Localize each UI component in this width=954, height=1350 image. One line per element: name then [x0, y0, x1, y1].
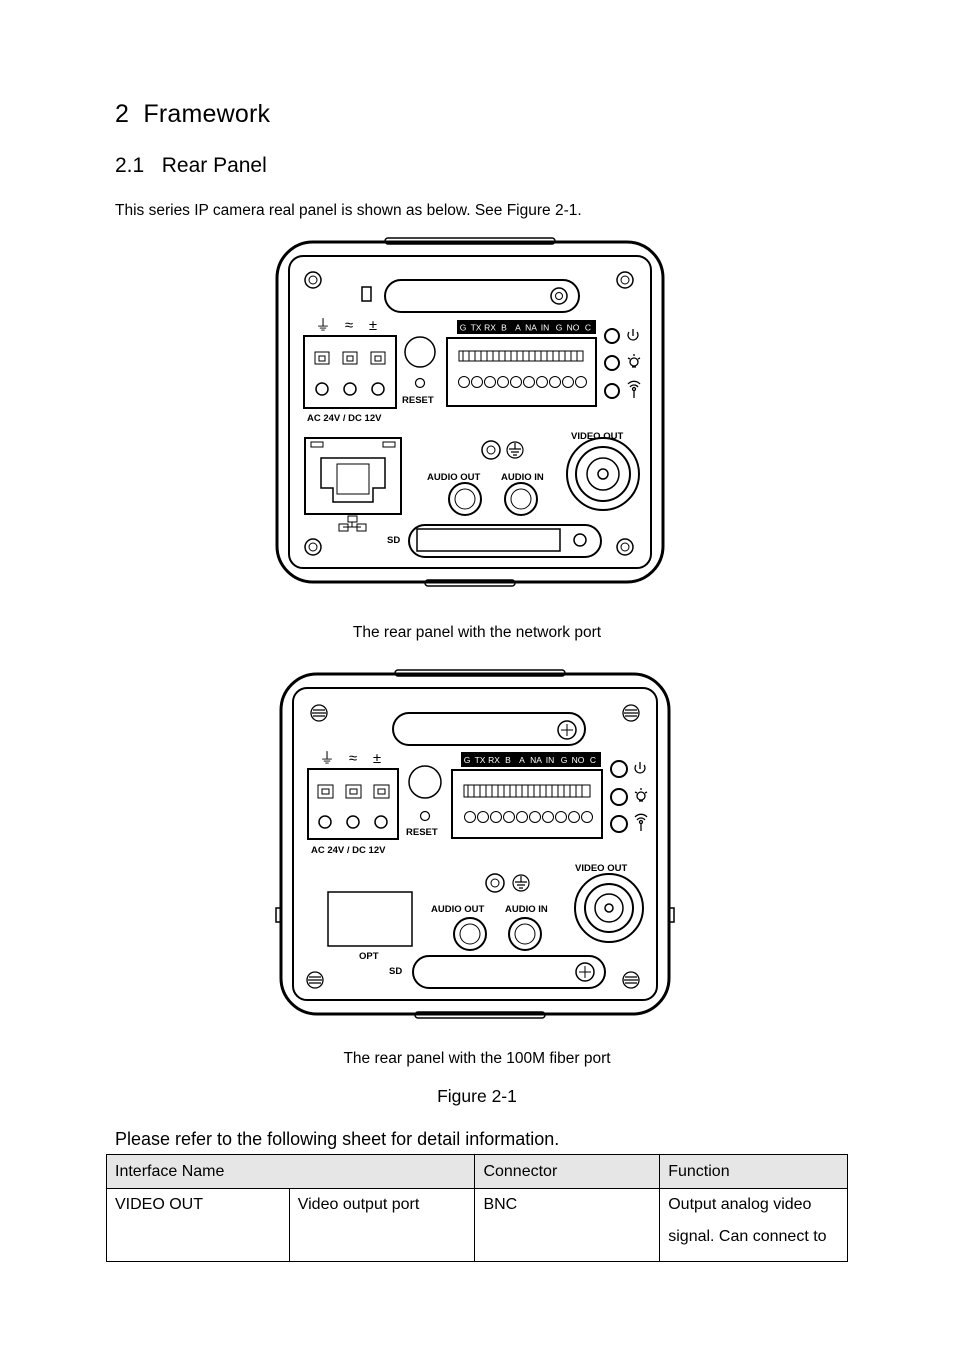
sd-label: SD	[389, 966, 402, 977]
svg-text:C: C	[590, 755, 596, 765]
power-icon	[634, 762, 646, 774]
svg-text:RX: RX	[488, 755, 500, 765]
svg-text:G: G	[561, 755, 568, 765]
antenna-icon	[634, 813, 648, 831]
reset-label: RESET	[406, 827, 438, 838]
cell-description: Video output port	[288, 1188, 476, 1262]
intro-paragraph: This series IP camera real panel is show…	[115, 202, 582, 219]
cell-connector: BNC	[474, 1188, 661, 1262]
antenna-icon	[627, 380, 641, 398]
ac-symbol-icon: ≈	[345, 317, 353, 334]
svg-text:C: C	[585, 323, 591, 333]
svg-text:IN: IN	[546, 755, 555, 765]
terminal-label-strip-fiber: G TX RX B A NA IN G NO C	[461, 752, 601, 767]
refer-paragraph: Please refer to the following sheet for …	[115, 1129, 560, 1149]
header-function: Function	[659, 1154, 848, 1189]
header-interface-name: Interface Name	[105, 1154, 476, 1189]
audio-out-label: AUDIO OUT	[427, 472, 481, 483]
video-out-label: VIDEO OUT	[575, 863, 627, 874]
opt-label: OPT	[359, 951, 379, 962]
svg-text:A: A	[519, 755, 525, 765]
power-input-label: AC 24V / DC 12V	[311, 845, 386, 856]
caption-fiber-port: The rear panel with the 100M fiber port	[343, 1050, 611, 1067]
svg-text:NO: NO	[572, 755, 585, 765]
ground-symbol-icon: ⏚	[319, 750, 334, 767]
sd-label: SD	[387, 535, 400, 546]
svg-text:NO: NO	[567, 323, 580, 333]
section-heading: 2 Framework	[115, 100, 271, 128]
svg-text:G: G	[556, 323, 563, 333]
audio-in-label: AUDIO IN	[505, 904, 548, 915]
dc-symbol-icon: ±	[373, 750, 381, 767]
header-connector: Connector	[474, 1154, 661, 1189]
svg-text:G: G	[464, 755, 471, 765]
terminal-label-strip: G TX RX B A NA IN G NO C	[457, 320, 596, 334]
svg-text:NA: NA	[525, 323, 537, 333]
power-input-label: AC 24V / DC 12V	[307, 413, 382, 424]
earth-ground-icon	[512, 874, 530, 892]
figure-label: Figure 2-1	[437, 1086, 517, 1106]
reset-label: RESET	[402, 395, 434, 406]
rear-panel-fiber-diagram: G TX RX B A NA IN G NO C ⏚ ≈ ± AC 24V / …	[275, 669, 675, 1019]
svg-text:TX: TX	[471, 323, 482, 333]
video-out-label: VIDEO OUT	[571, 431, 623, 442]
svg-text:A: A	[515, 323, 521, 333]
svg-text:B: B	[505, 755, 511, 765]
svg-text:RX: RX	[484, 323, 496, 333]
svg-text:NA: NA	[530, 755, 542, 765]
ac-symbol-icon: ≈	[349, 750, 357, 767]
bulb-icon	[634, 788, 648, 802]
svg-text:G: G	[460, 323, 467, 333]
rear-panel-network-diagram: G TX RX B A NA IN G NO C ⏚ ≈ ± AC 24V / …	[275, 237, 665, 587]
ground-symbol-icon: ⏚	[315, 317, 330, 334]
table-row: VIDEO OUT Video output port BNC Output a…	[106, 1188, 848, 1262]
subsection-heading: 2.1 Rear Panel	[115, 154, 267, 177]
svg-text:B: B	[501, 323, 507, 333]
dc-symbol-icon: ±	[369, 317, 377, 334]
svg-text:TX: TX	[475, 755, 486, 765]
power-icon	[627, 329, 639, 341]
interface-table: Interface Name Connector Function VIDEO …	[105, 1154, 848, 1262]
audio-in-label: AUDIO IN	[501, 472, 544, 483]
cell-interface-name: VIDEO OUT	[106, 1188, 290, 1262]
audio-out-label: AUDIO OUT	[431, 904, 485, 915]
table-header-row: Interface Name Connector Function	[105, 1154, 848, 1189]
earth-ground-icon	[506, 441, 524, 459]
bulb-icon	[627, 354, 641, 368]
caption-network-port: The rear panel with the network port	[352, 624, 602, 641]
svg-text:IN: IN	[541, 323, 550, 333]
